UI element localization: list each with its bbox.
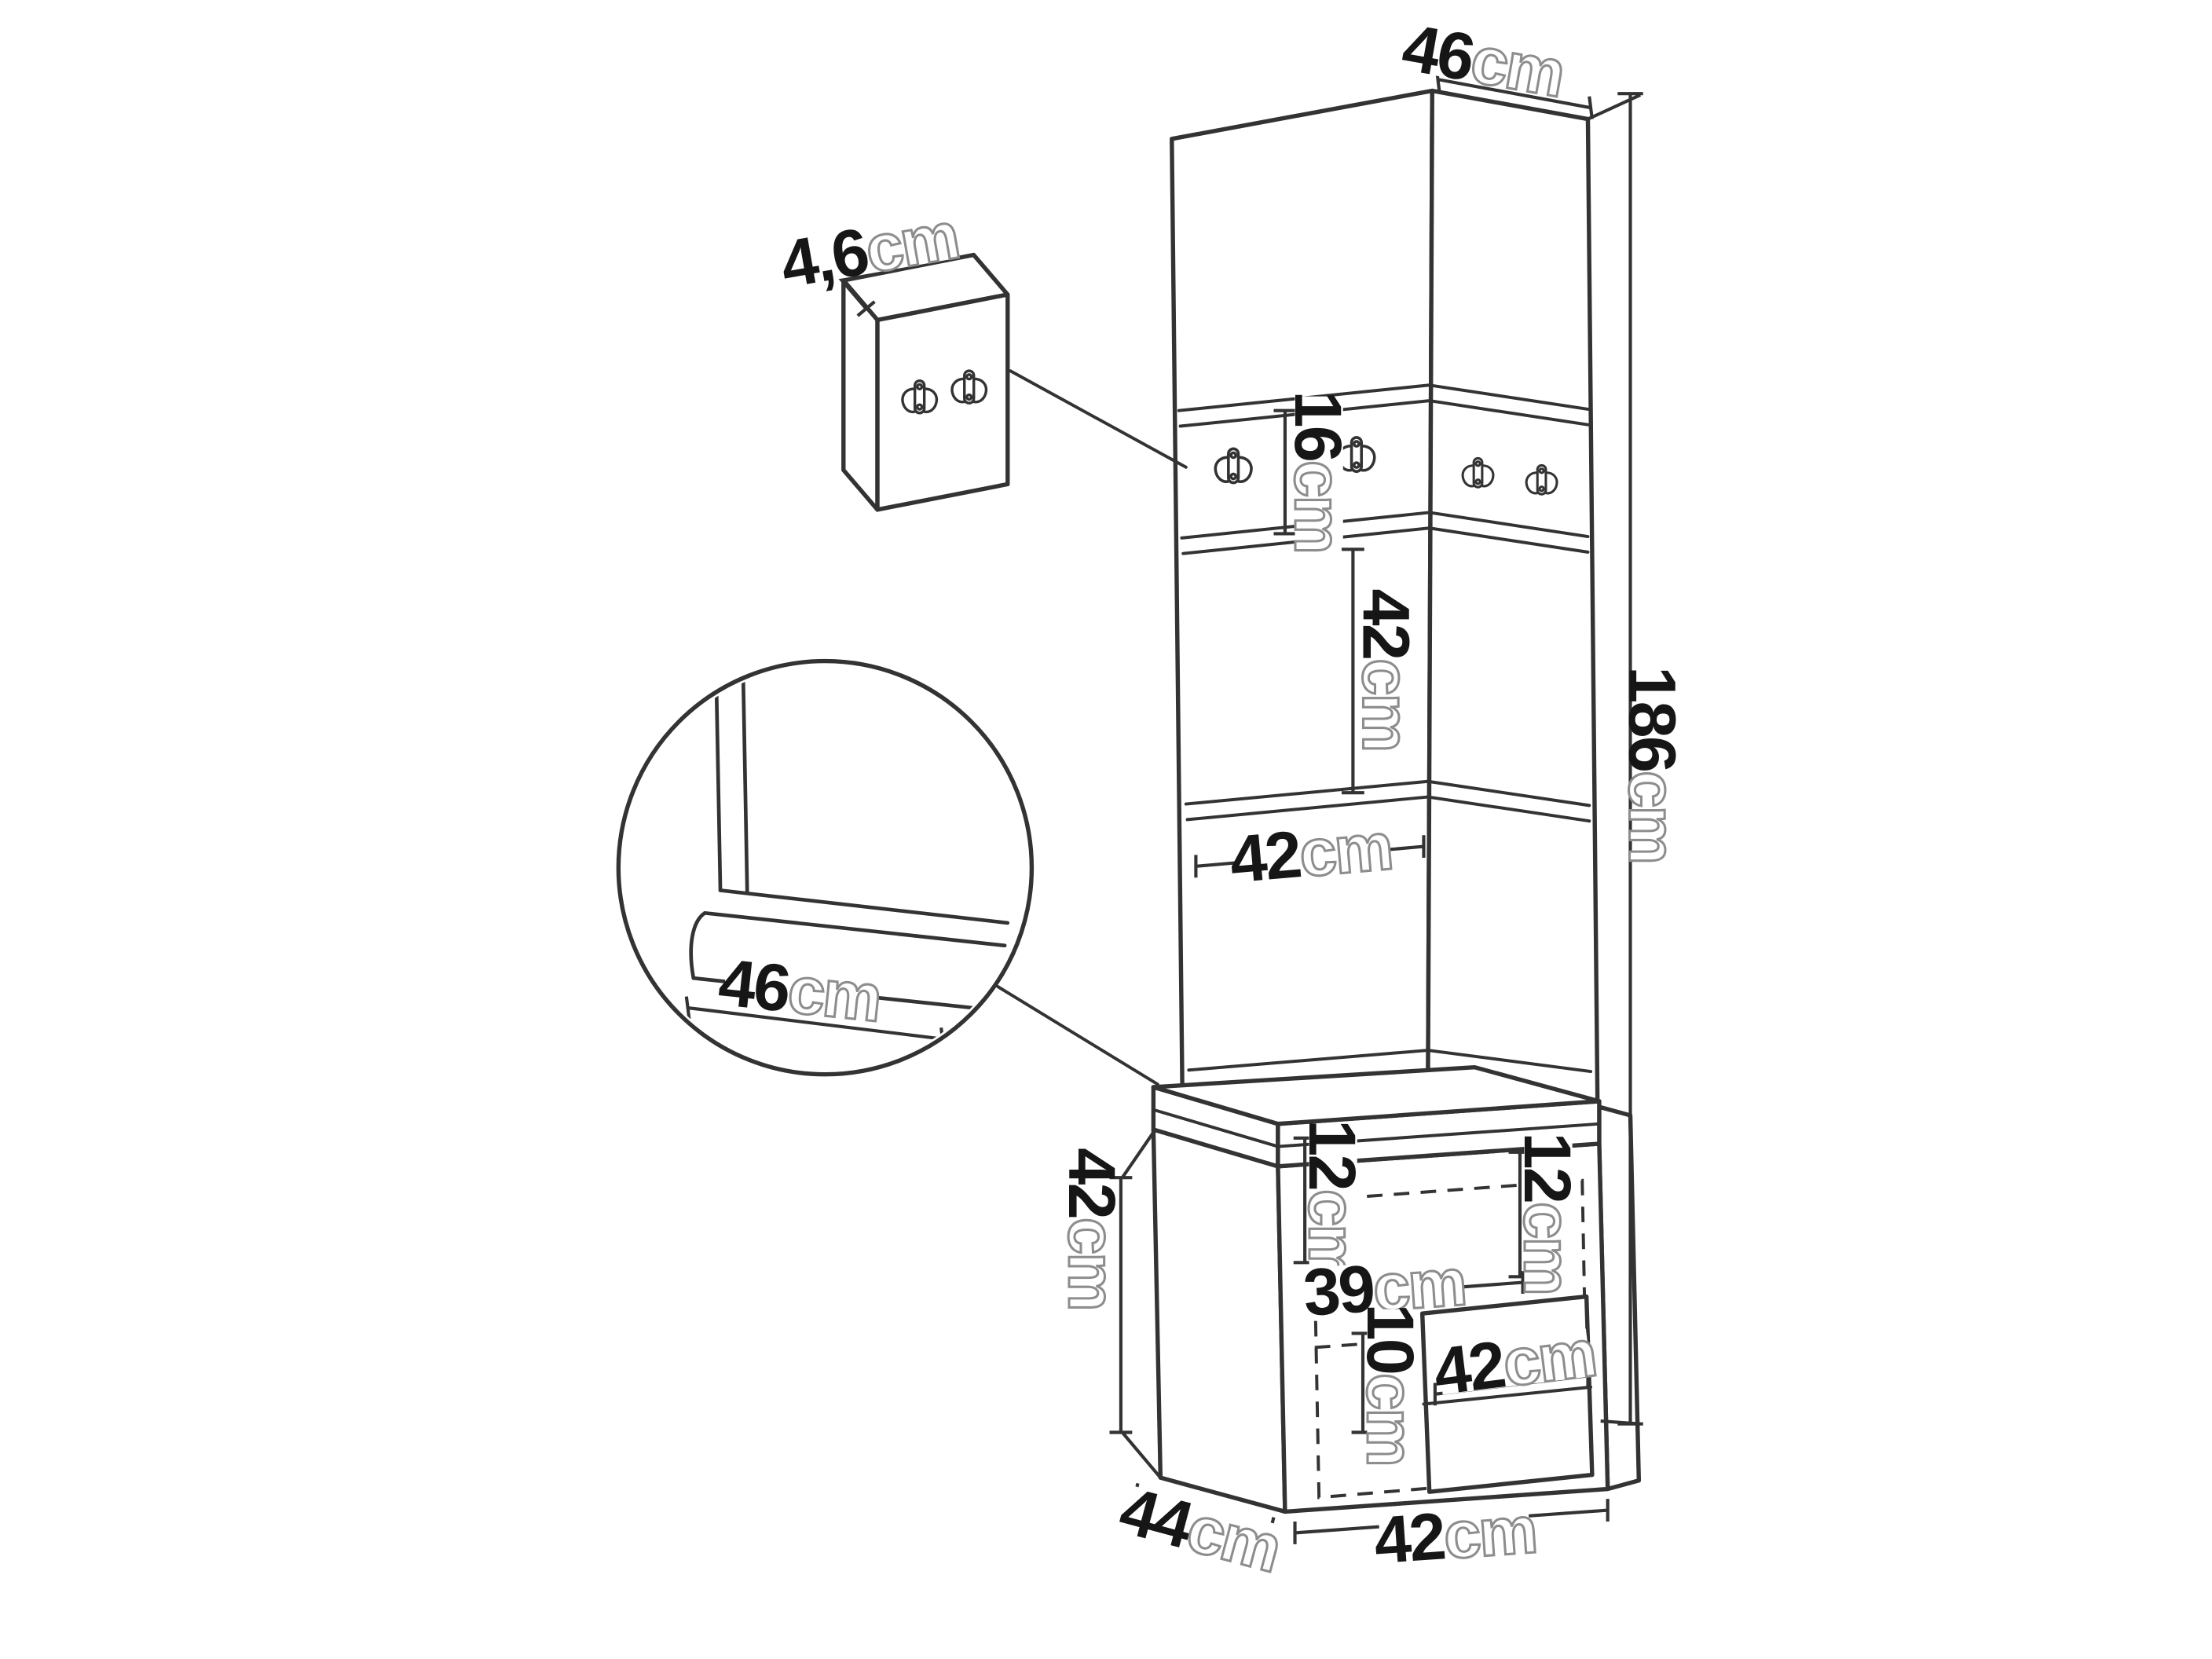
dim-value: 42: [1430, 1326, 1508, 1408]
dim-panel-top-width: 46cm: [1397, 9, 1571, 112]
dim-total-height: 186cm: [1614, 666, 1691, 864]
detail-back-panel-edges: [714, 665, 749, 895]
dim-unit: cm: [1055, 1218, 1130, 1309]
dim-text: 10cm: [1354, 1303, 1429, 1465]
hook-panel-detail: [841, 252, 1188, 512]
dimension-labels: 46cm 4,6cm 16cm 42cm 42cm 186cm 46cm 42c…: [716, 9, 1692, 1587]
dim-middle-panel-height: 42cm: [1349, 589, 1426, 752]
dim-value: 10: [1354, 1303, 1429, 1373]
dim-value: 42: [1350, 589, 1424, 659]
label-knockout: [1233, 821, 1388, 883]
label-knockout: [1309, 1125, 1357, 1276]
dim-unit: cm: [1354, 1373, 1429, 1465]
dim-value: 42: [1227, 816, 1303, 896]
dim-value: 42: [1055, 1148, 1130, 1218]
detail-cushion-back-edge: [718, 888, 1010, 925]
dim-text: 4,6cm: [775, 197, 963, 302]
hook-panel-front-face: [875, 292, 1010, 512]
detail-leader-line: [1009, 369, 1188, 469]
dim-unit: cm: [1441, 1492, 1538, 1573]
label-knockout: [722, 958, 877, 1022]
dim-unit: cm: [859, 197, 963, 287]
dim-text: 12cm: [1511, 1132, 1586, 1294]
dim-bench-height: 42cm: [1054, 1148, 1131, 1310]
dim-bench-inner-top-height: 12cm: [1295, 1119, 1372, 1282]
dim-bench-inner-right-height: 12cm: [1510, 1132, 1587, 1295]
dim-value: 4,6: [775, 213, 873, 302]
dim-text: 16cm: [1282, 390, 1357, 552]
dimline-total-height: [1587, 92, 1643, 1426]
dim-text: 186cm: [1616, 666, 1690, 862]
dimline-middle-panel-height: [1341, 548, 1364, 795]
dim-text: 42cm: [1372, 1492, 1538, 1577]
dim-unit: cm: [1616, 771, 1690, 862]
dim-text: 12cm: [1296, 1119, 1371, 1281]
circle-leader-line: [996, 985, 1159, 1086]
dim-value: 186: [1616, 666, 1690, 771]
dim-value: 12: [1296, 1119, 1371, 1189]
dim-text: 42cm: [1350, 589, 1424, 751]
dim-hook-strip-height: 16cm: [1280, 390, 1357, 553]
dim-seat-detail-width: 46cm: [716, 944, 885, 1037]
label-knockout: [781, 211, 957, 288]
dim-unit: cm: [1296, 808, 1394, 891]
dim-text: 46cm: [1397, 9, 1569, 110]
dimline-hook-strip-height: [1273, 408, 1297, 536]
dim-unit: cm: [1511, 1202, 1586, 1294]
dim-hook-panel-thickness: 4,6cm: [775, 196, 964, 302]
dim-middle-panel-width: 42cm: [1227, 807, 1396, 897]
label-knockout: [1367, 1309, 1415, 1459]
bench-compartment-shelf: [1422, 1385, 1593, 1406]
dim-text: 42cm: [1430, 1315, 1599, 1408]
label-knockout: [1307, 1257, 1461, 1317]
dimline-bench-height: [1109, 1131, 1162, 1479]
seat-corner-detail: [616, 658, 1159, 1086]
dim-value: 46: [716, 944, 793, 1026]
dim-value: 12: [1511, 1132, 1586, 1202]
dim-value: 42: [1372, 1498, 1446, 1577]
dim-value: 46: [1397, 9, 1480, 94]
label-knockout: [1378, 1505, 1532, 1564]
dim-bench-lower-compartment-height: 10cm: [1353, 1303, 1430, 1466]
detail-cushion-corner: [689, 910, 707, 980]
dim-unit: cm: [1296, 1189, 1371, 1281]
label-knockout: [1121, 1485, 1279, 1572]
dim-unit: cm: [1466, 21, 1569, 111]
dim-bench-lower-compartment-width: 42cm: [1430, 1313, 1600, 1408]
dim-bench-width: 42cm: [1372, 1490, 1539, 1577]
dim-value: 39: [1301, 1251, 1375, 1330]
label-knockout: [1437, 1328, 1592, 1395]
detail-cushion-front-top-edge: [702, 910, 1007, 948]
dim-unit: cm: [785, 951, 884, 1035]
label-knockout: [1524, 1137, 1573, 1288]
dim-unit: cm: [1282, 460, 1357, 552]
dim-unit: cm: [1350, 658, 1424, 750]
dim-unit: cm: [1499, 1315, 1599, 1401]
label-knockout: [1363, 594, 1412, 745]
dim-text: 46cm: [716, 944, 884, 1035]
dim-text: 42cm: [1227, 808, 1394, 897]
dim-text: 42cm: [1055, 1148, 1130, 1309]
detail-circle: [616, 658, 1035, 1077]
seat-cushion-top-face: [1151, 1064, 1602, 1126]
dim-value: 16: [1282, 390, 1357, 460]
label-knockout: [1404, 23, 1562, 97]
bench-left-side-face: [1151, 1127, 1287, 1514]
label-knockout: [1295, 396, 1343, 547]
